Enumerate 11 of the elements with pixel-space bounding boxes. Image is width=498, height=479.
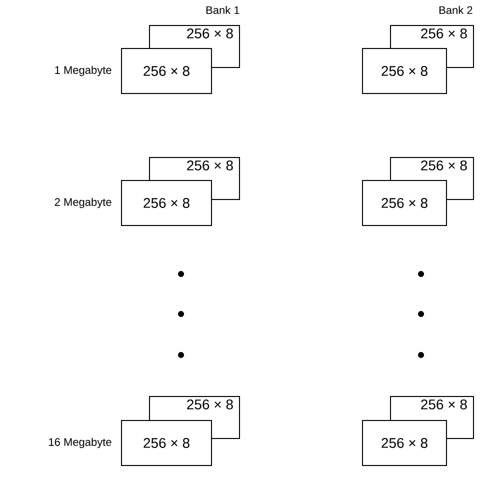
size-label: 1 Megabyte: [55, 66, 112, 76]
memory-box: 256 × 8: [121, 48, 212, 94]
bank-label: Bank 2: [439, 6, 472, 14]
memory-box: 256 × 8: [121, 420, 212, 466]
size-label: 2 Megabyte: [54, 198, 112, 208]
memory-box: 256 × 8: [362, 180, 447, 226]
bank-label: Bank 1: [206, 6, 240, 14]
memory-box: 256 × 8: [362, 420, 447, 466]
memory-box: 256 × 8: [362, 48, 447, 94]
memory-box: 256 × 8: [121, 180, 212, 226]
size-label: 16 Megabyte: [49, 438, 112, 448]
